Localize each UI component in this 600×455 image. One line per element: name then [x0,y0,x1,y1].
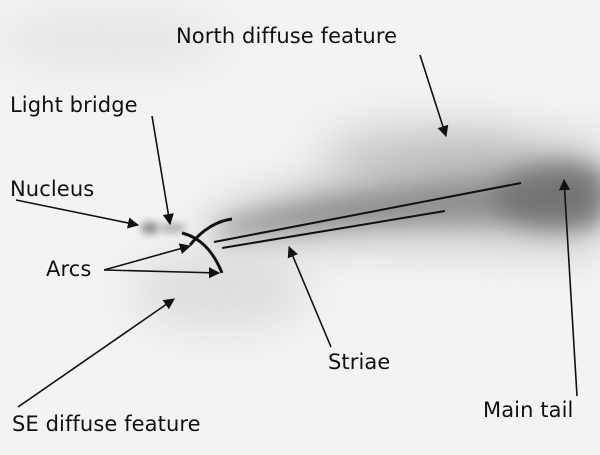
se-diffuse-feature-label: SE diffuse feature [12,412,201,436]
nucleus-spot [141,222,159,234]
main-tail-arrow [559,178,578,397]
nucleus-arrow [15,199,140,229]
north-diffuse-arrow [419,54,449,138]
se-diffuse-arrow [17,298,175,408]
arcs-arrow-upper [103,243,192,271]
stria-lower [221,210,446,249]
north-diffuse-feature-label: North diffuse feature [176,24,398,48]
arcs-arrow-lower [103,267,221,279]
striae-arrow [287,245,332,348]
stria-upper [213,182,522,243]
light-bridge-glow [158,223,186,233]
striae-label: Striae [328,350,391,374]
main-tail-label: Main tail [483,398,574,422]
se-diffuse-glow [130,250,310,330]
north-diffuse-glow [320,125,540,185]
light-bridge-label: Light bridge [10,93,138,117]
sky-haze [0,10,230,70]
nucleus-label: Nucleus [10,177,95,201]
arc-upper [188,217,233,246]
arcs-label: Arcs [46,257,92,281]
main-tail-bright [495,160,600,230]
light-bridge-arrow [151,115,174,226]
